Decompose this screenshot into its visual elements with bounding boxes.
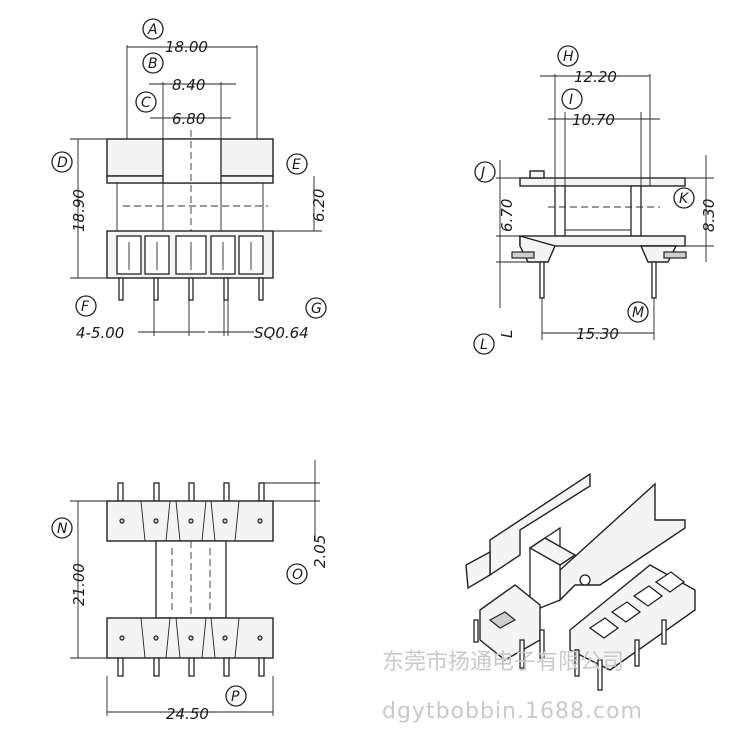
iso-front-flange bbox=[559, 482, 686, 602]
callout-k: K bbox=[673, 187, 695, 209]
callout-j: J bbox=[474, 161, 496, 183]
svg-text:J: J bbox=[478, 165, 485, 181]
svg-text:E: E bbox=[292, 157, 301, 173]
callout-n: N bbox=[51, 517, 73, 539]
front-pin-pockets bbox=[116, 235, 264, 275]
dim-p-value: 24.50 bbox=[166, 705, 209, 723]
callout-bubbles: A B C D E F G H I J K L M N O P bbox=[51, 18, 695, 707]
bottom-lower-pins bbox=[117, 657, 265, 677]
callout-c: C bbox=[135, 91, 157, 113]
dim-b-value: 8.40 bbox=[172, 76, 205, 94]
callout-b: B bbox=[142, 52, 164, 74]
iso-pins bbox=[473, 619, 667, 691]
dim-n-value: 21.00 bbox=[70, 563, 88, 606]
callout-g: G bbox=[305, 297, 327, 319]
dim-f-value: 4-5.00 bbox=[76, 324, 124, 342]
svg-text:K: K bbox=[679, 191, 690, 207]
watermark-company: 东莞市扬通电子有限公司 bbox=[382, 650, 624, 675]
dim-k-value: 8.30 bbox=[700, 199, 718, 232]
front-pins bbox=[118, 277, 264, 301]
svg-text:N: N bbox=[57, 521, 68, 537]
dim-e-value: 6.20 bbox=[310, 189, 328, 222]
side-view: 12.20 10.70 6.70 8.30 L 15.30 bbox=[496, 68, 718, 343]
side-right-terminal bbox=[663, 251, 687, 259]
bottom-view: 21.00 2.05 24.50 bbox=[70, 460, 329, 723]
side-left-terminal bbox=[511, 251, 535, 259]
dim-j-value: 6.70 bbox=[498, 199, 516, 232]
side-top-tab bbox=[529, 170, 545, 179]
callout-m: M bbox=[627, 301, 649, 323]
side-top-flange bbox=[519, 177, 686, 187]
callout-i: I bbox=[561, 88, 583, 110]
dim-a-value: 18.00 bbox=[165, 38, 208, 56]
bottom-upper-base bbox=[106, 500, 274, 542]
bottom-upper-pins bbox=[117, 482, 265, 502]
callout-p: P bbox=[225, 685, 247, 707]
watermark-url: dgytbobbin.1688.com bbox=[382, 699, 643, 724]
dim-m-value: 15.30 bbox=[576, 325, 619, 343]
side-right-pin bbox=[651, 261, 657, 299]
dim-g-value: SQ0.64 bbox=[254, 324, 309, 342]
svg-text:G: G bbox=[311, 301, 322, 317]
dim-d-value: 18.90 bbox=[70, 189, 88, 232]
front-center-core bbox=[162, 138, 222, 184]
bottom-upper-slots bbox=[119, 500, 263, 542]
svg-text:P: P bbox=[231, 689, 240, 705]
callout-d: D bbox=[51, 151, 73, 173]
svg-text:F: F bbox=[81, 299, 90, 315]
svg-text:M: M bbox=[632, 305, 644, 321]
dim-c-value: 6.80 bbox=[172, 110, 205, 128]
side-left-pin bbox=[539, 261, 545, 299]
svg-text:D: D bbox=[57, 155, 68, 171]
callout-l: L bbox=[473, 333, 495, 355]
iso-view bbox=[465, 472, 696, 691]
front-view: 18.00 8.40 6.80 18.90 6.20 4-5.00 SQ0.64 bbox=[70, 38, 328, 342]
side-left-wall bbox=[554, 185, 566, 237]
side-right-wall bbox=[630, 185, 642, 237]
svg-text:A: A bbox=[147, 22, 158, 38]
callout-f: F bbox=[75, 295, 97, 317]
callout-h: H bbox=[557, 45, 579, 67]
svg-text:C: C bbox=[141, 95, 151, 111]
callout-e: E bbox=[286, 153, 308, 175]
dim-l-value: L bbox=[498, 330, 516, 338]
dim-i-value: 10.70 bbox=[572, 111, 615, 129]
iso-terminals bbox=[579, 571, 686, 639]
callout-a: A bbox=[142, 18, 164, 40]
svg-text:I: I bbox=[569, 92, 573, 108]
svg-text:H: H bbox=[563, 49, 574, 65]
dim-h-value: 12.20 bbox=[574, 68, 617, 86]
callout-o: O bbox=[286, 563, 308, 585]
dim-o-value: 2.05 bbox=[311, 535, 329, 568]
svg-text:L: L bbox=[480, 337, 488, 353]
bottom-lower-slots bbox=[119, 617, 263, 659]
svg-text:O: O bbox=[292, 567, 303, 583]
svg-text:B: B bbox=[148, 56, 158, 72]
